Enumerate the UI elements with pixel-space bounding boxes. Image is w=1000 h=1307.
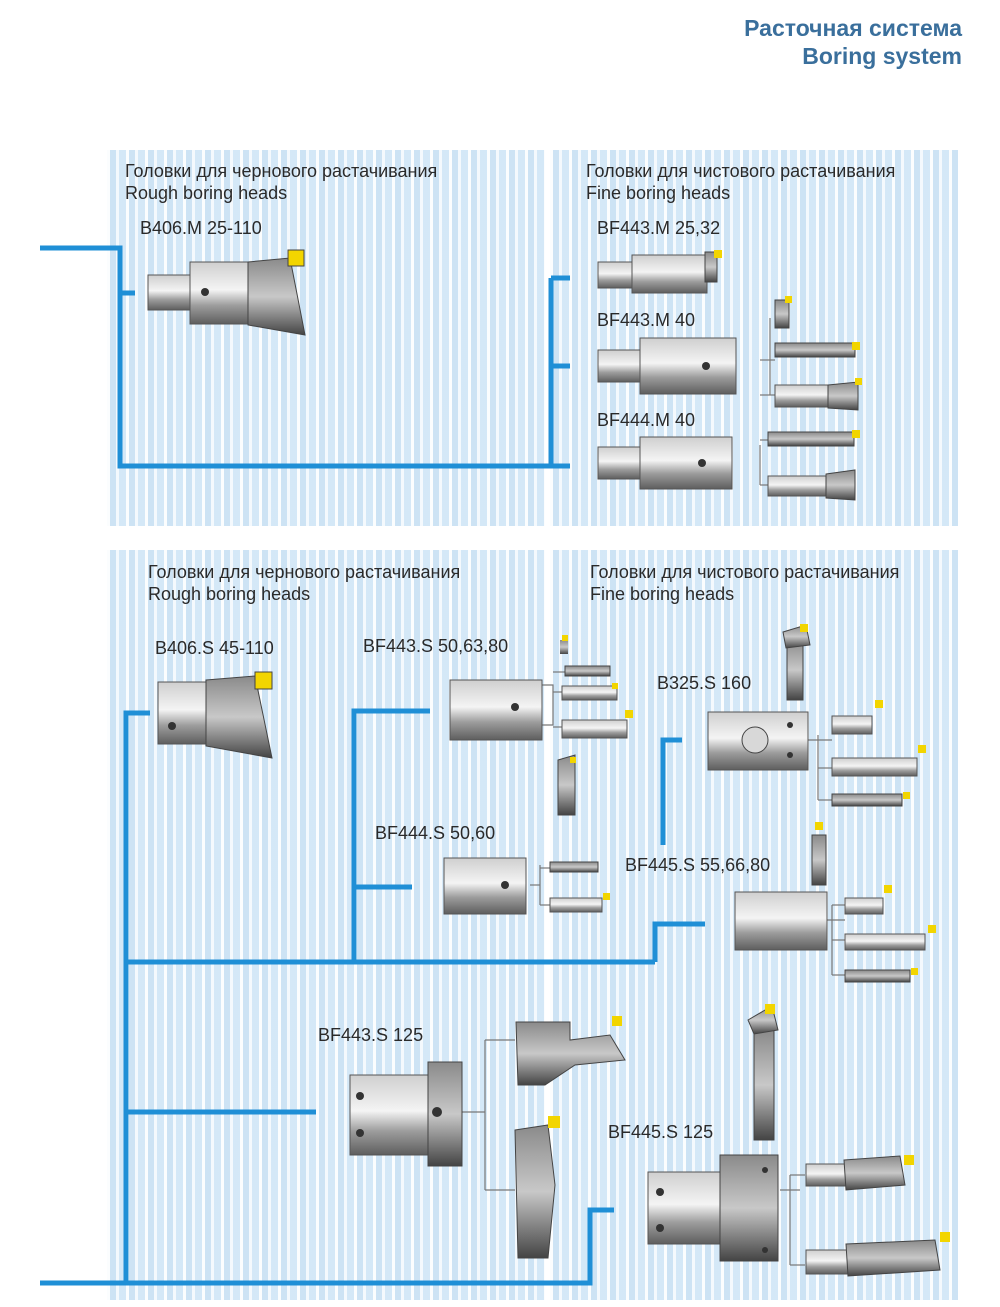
bottom-fine-ru: Головки для чистового растачивания [590,562,900,582]
model-bf445s-125: BF445.S 125 [608,1122,714,1142]
tool-bf444s [443,857,610,915]
model-b325s: B325.S 160 [657,673,752,693]
tool-b406s [157,671,273,759]
top-fine-en: Fine boring heads [586,183,731,203]
model-bf443m-40: BF443.M 40 [597,310,696,330]
model-bf444s: BF444.S 50,60 [375,823,496,843]
bottom-rough-en: Rough boring heads [148,584,311,604]
bottom-fine-en: Fine boring heads [590,584,735,604]
panel-top-rough [107,150,545,526]
top-rough-heading: Головки для чернового растачивания Rough… [125,160,437,204]
tool-bf445s-556680 [734,822,936,983]
top-fine-ru: Головки для чистового растачивания [586,161,896,181]
model-bf443s-506380: BF443.S 50,63,80 [363,636,509,656]
title-en: Boring system [802,43,962,69]
model-b406s: B406.S 45-110 [155,638,274,658]
model-bf444m-40: BF444.M 40 [597,410,696,430]
model-bf443s-125: BF443.S 125 [318,1025,424,1045]
tool-bf444m-40 [597,430,860,501]
tool-b325s [707,624,926,807]
top-rough-en: Rough boring heads [125,183,288,203]
tool-bf443s-506380 [449,635,633,816]
top-rough-ru: Головки для чернового растачивания [125,161,438,181]
page-title: Расточная система Boring system [744,14,962,70]
bottom-rough-heading: Головки для чернового растачивания Rough… [148,561,460,605]
bottom-fine-heading: Головки для чистового растачивания Fine … [590,561,899,605]
panel-bottom-rough [107,550,545,1300]
model-bf445s-556680: BF445.S 55,66,80 [625,855,771,875]
tool-bf443m-40 [597,296,862,411]
tool-bf443s-125 [349,1016,626,1259]
bottom-rough-ru: Головки для чернового растачивания [148,562,461,582]
title-ru: Расточная система [744,15,962,41]
tool-b406m [147,249,306,336]
tool-bf443m-2532 [597,250,722,294]
model-bf443m-2532: BF443.M 25,32 [597,218,721,238]
top-fine-heading: Головки для чистового растачивания Fine … [586,160,895,204]
tool-bf445s-125 [647,1004,950,1277]
model-b406m: B406.M 25-110 [140,218,262,238]
